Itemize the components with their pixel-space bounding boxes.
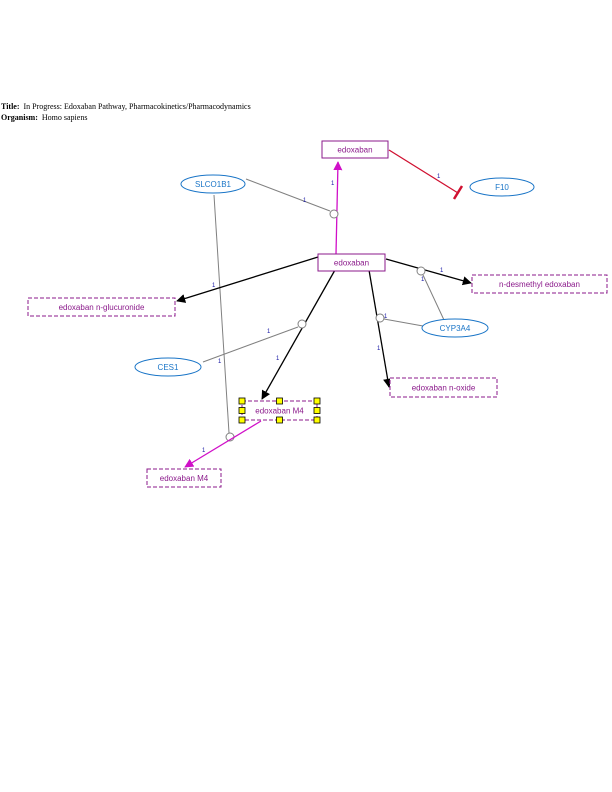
node-label: edoxaban n-oxide (412, 384, 476, 393)
edge-label: 1 (421, 277, 425, 283)
edge-label: 1 (384, 314, 388, 320)
inhibition-bar (452, 185, 464, 200)
edge-m4-to-m4[interactable] (184, 420, 262, 468)
diagram-header: Title: In Progress: Edoxaban Pathway, Ph… (1, 101, 251, 123)
node-label: edoxaban n-glucuronide (59, 303, 145, 312)
catalysis-circle-slco1b1 (329, 209, 339, 219)
node-label: n-desmethyl edoxaban (499, 280, 580, 289)
catalysis-circle-cyp3a4-desmethyl (416, 266, 426, 276)
node-label: SLCO1B1 (195, 180, 232, 189)
node-label: edoxaban (337, 146, 372, 155)
selection-handle[interactable] (313, 416, 321, 424)
selection-handle[interactable] (238, 397, 246, 405)
node-n-desmethyl-edoxaban[interactable]: n-desmethyl edoxaban (471, 274, 608, 294)
edge-to-noxide[interactable] (368, 269, 393, 388)
selection-handle[interactable] (276, 397, 283, 405)
edge-label: 1 (202, 448, 206, 454)
node-label: CYP3A4 (440, 324, 471, 333)
edge-label: 1 (218, 359, 222, 365)
node-label: edoxaban M4 (160, 474, 209, 483)
node-cyp3a4[interactable]: CYP3A4 (421, 318, 489, 338)
edge-center-to-top[interactable] (333, 161, 343, 255)
node-label: edoxaban M4 (255, 407, 304, 416)
edge-ces1-catalysis[interactable] (202, 326, 299, 363)
edge-label: 1 (303, 198, 307, 204)
node-edoxaban-n-oxide[interactable]: edoxaban n-oxide (389, 377, 498, 398)
node-edoxaban-m4[interactable]: edoxaban M4 (146, 468, 222, 488)
selection-handle[interactable] (238, 407, 246, 414)
catalysis-circle-cyp3a4-noxide (375, 313, 385, 323)
edge-top-to-f10[interactable] (388, 149, 459, 194)
edge-label: 1 (440, 268, 444, 274)
node-label: CES1 (158, 363, 179, 372)
edge-cyp3a4-to-noxide[interactable] (383, 318, 424, 327)
node-f10[interactable]: F10 (469, 177, 535, 197)
node-edoxaban-center[interactable]: edoxaban (317, 253, 386, 272)
node-slco1b1[interactable]: SLCO1B1 (180, 174, 246, 194)
title-value: In Progress: Edoxaban Pathway, Pharmacok… (23, 102, 251, 111)
title-label: Title: (1, 102, 20, 111)
organism-label: Organism: (1, 113, 38, 122)
edge-label: 1 (437, 174, 441, 180)
node-ces1[interactable]: CES1 (134, 357, 202, 377)
selection-handle[interactable] (238, 416, 246, 424)
edge-label: 1 (276, 356, 280, 362)
node-label: edoxaban (334, 259, 369, 268)
edge-cyp3a4-to-desmethyl[interactable] (422, 274, 445, 321)
edge-label: 1 (267, 329, 271, 335)
edge-to-glucuronide[interactable] (176, 256, 319, 303)
edge-label: 1 (331, 181, 335, 187)
edge-label: 1 (212, 283, 216, 289)
edge-to-m4[interactable] (261, 269, 336, 400)
node-label: F10 (495, 183, 509, 192)
node-edoxaban-n-glucuronide[interactable]: edoxaban n-glucuronide (27, 297, 176, 317)
edge-to-desmethyl[interactable] (385, 258, 472, 286)
catalysis-circle-ces1 (297, 319, 307, 329)
organism-line: Organism: Homo sapiens (1, 112, 251, 123)
organism-value: Homo sapiens (41, 113, 88, 122)
selection-handle[interactable] (276, 416, 283, 424)
edge-slco1b1-to-m4[interactable] (213, 194, 230, 434)
selection-handle[interactable] (313, 397, 321, 405)
node-edoxaban-top[interactable]: edoxaban (321, 140, 389, 159)
title-line: Title: In Progress: Edoxaban Pathway, Ph… (1, 101, 251, 112)
node-edoxaban-m4-selected[interactable]: edoxaban M4 (238, 397, 321, 424)
selection-handle[interactable] (313, 407, 321, 414)
edge-label: 1 (377, 346, 381, 352)
edge-slco1b1-catalysis[interactable] (245, 178, 331, 212)
